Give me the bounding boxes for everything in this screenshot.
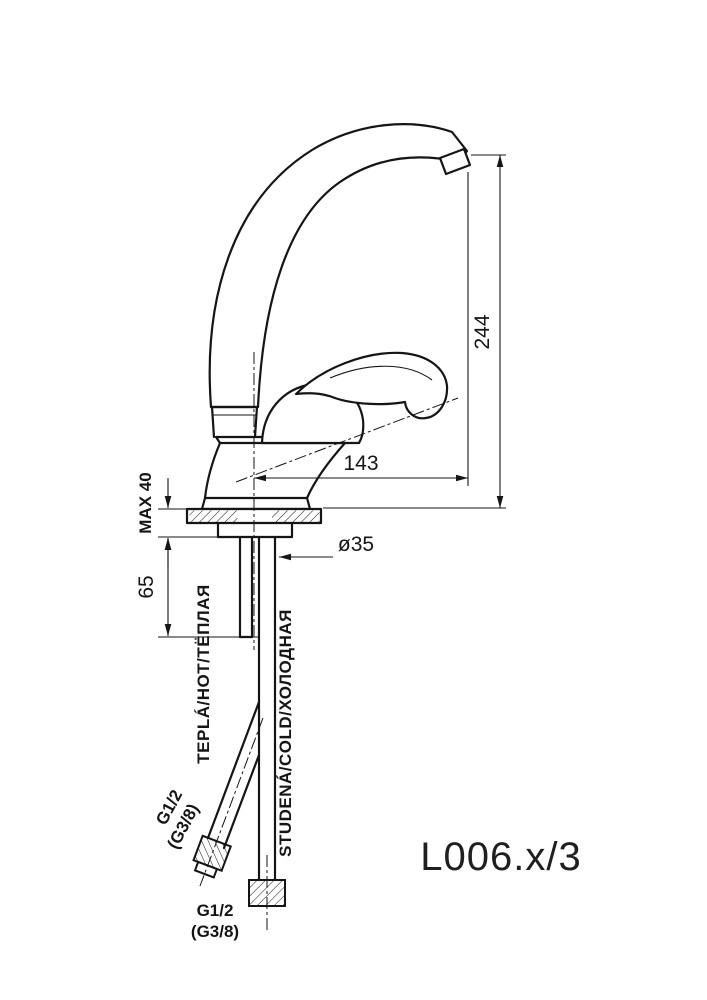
cold-pipe-label: STUDENÁ/COLD/ХОЛОДНАЯ xyxy=(276,609,295,857)
hot-pipe-label: TEPLÁ/HOT/ТЁПЛАЯ xyxy=(194,584,213,763)
dim-diameter-label: ø35 xyxy=(338,533,374,556)
mounting-stud xyxy=(238,535,254,639)
dim-spout-reach-label: 143 xyxy=(343,452,378,475)
model-code: L006.x/3 xyxy=(420,835,581,879)
aerator xyxy=(438,147,472,176)
lever-handle xyxy=(294,351,449,420)
dimension-lines xyxy=(158,154,506,638)
cold-thread-label: G1/2 xyxy=(197,901,234,920)
dim-max-thickness-label: MAX 40 xyxy=(136,472,155,533)
dim-stud-length-label: 65 xyxy=(135,575,158,598)
dim-spout-height-label: 244 xyxy=(471,314,494,349)
cold-thread-alt-label: (G3/8) xyxy=(191,922,239,941)
annotations: 244 143 MAX 40 65 ø35 TEPLÁ/HOT/ТЁПЛАЯ S… xyxy=(135,314,581,941)
faucet-spout xyxy=(208,123,472,439)
centerlines xyxy=(199,352,459,932)
mounting-shank xyxy=(216,521,294,539)
hot-supply-pipe xyxy=(192,700,261,879)
